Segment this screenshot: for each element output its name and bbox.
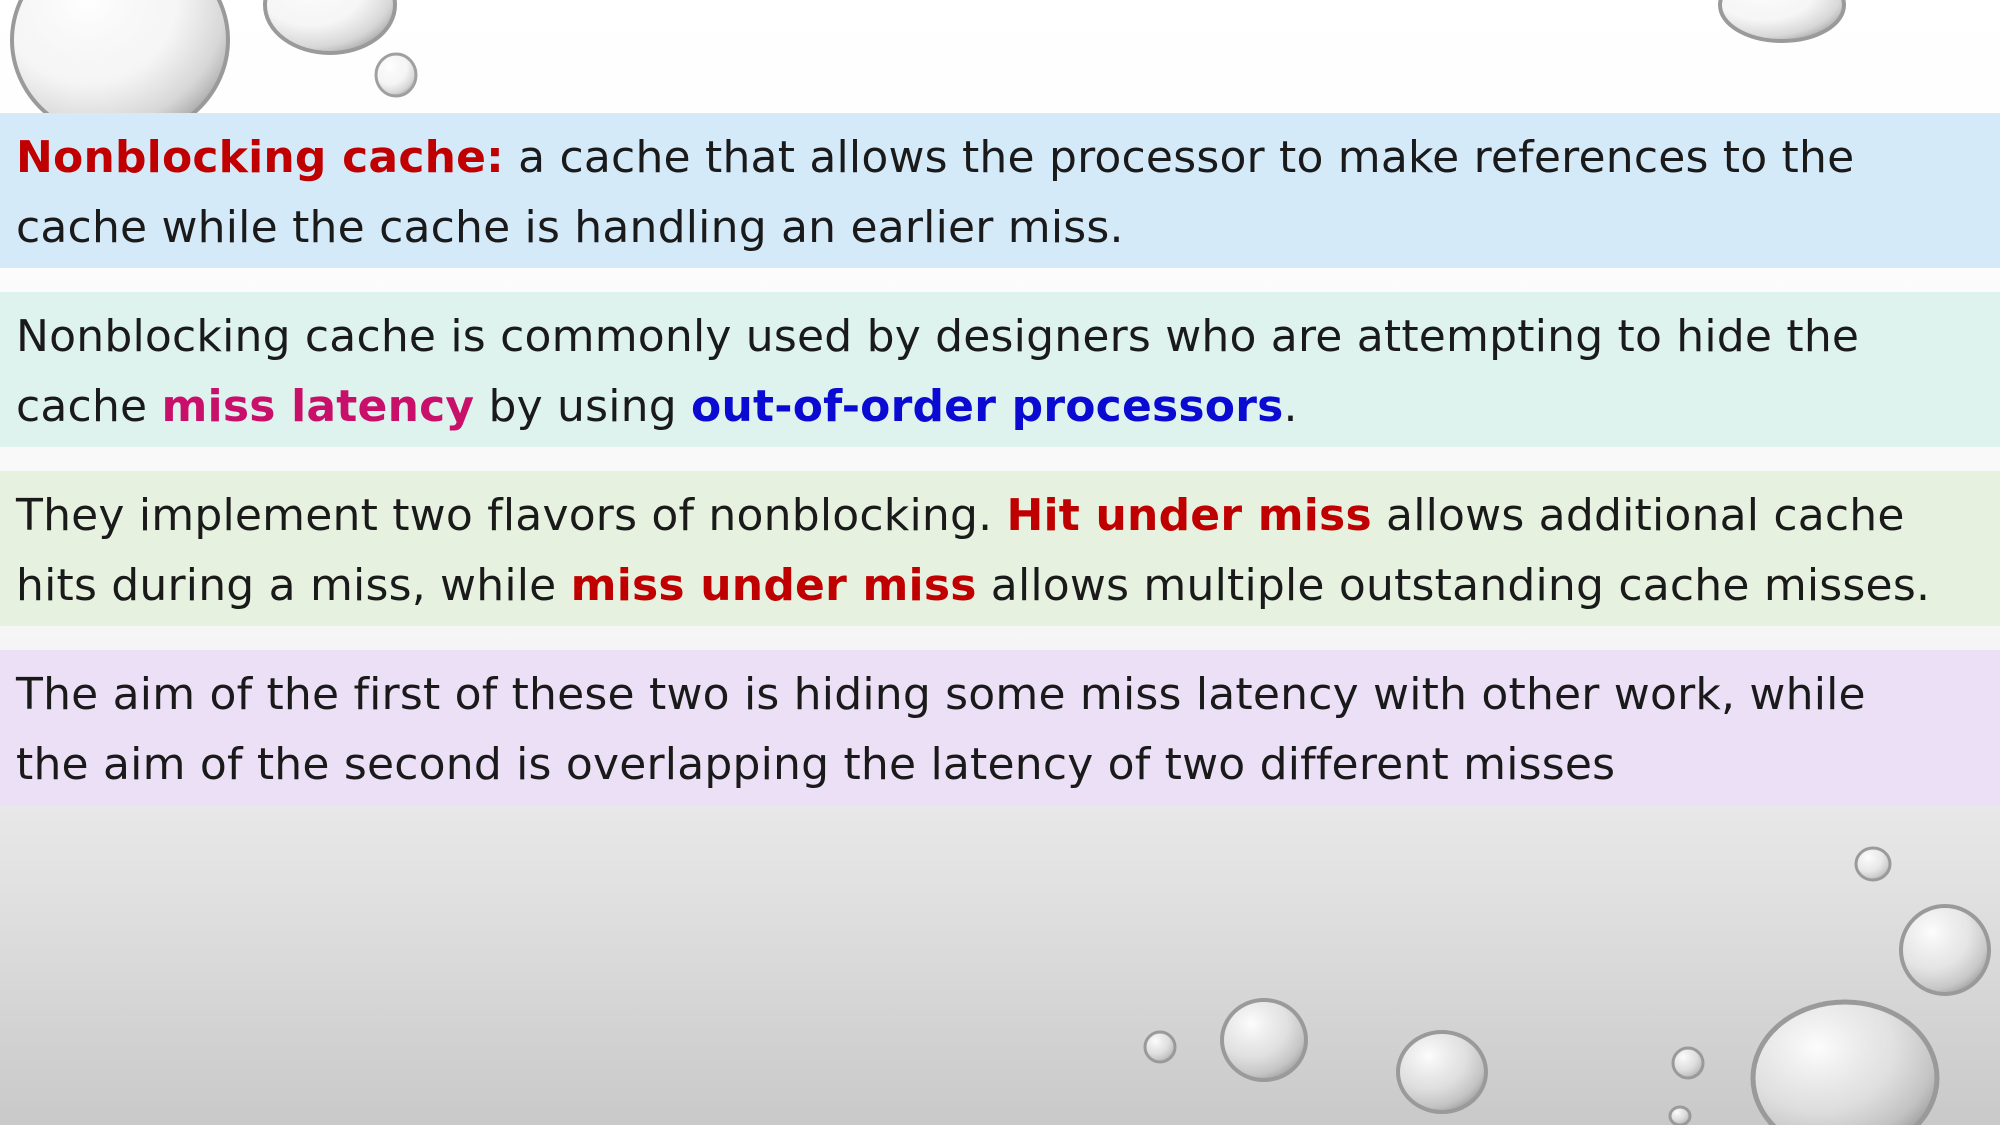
droplet [1899, 904, 1991, 996]
paragraph-3-line-2: hits during a miss, while miss under mis… [16, 551, 1984, 621]
text-segment: allows multiple outstanding cache misses… [976, 560, 1931, 611]
text-segment: allows additional cache [1371, 490, 1905, 541]
usage-paragraph: Nonblocking cache is commonly used by de… [0, 292, 2000, 447]
text-segment: . [1283, 381, 1298, 432]
paragraph-2-line-2: cache miss latency by using out-of-order… [16, 372, 1984, 442]
paragraph-1-line-2: cache while the cache is handling an ear… [16, 202, 1124, 253]
definition-text: a cache that allows the processor to mak… [503, 132, 1855, 183]
droplet [374, 52, 418, 98]
paragraph-4-line-2: the aim of the second is overlapping the… [16, 739, 1616, 790]
droplet [1718, 0, 1846, 43]
paragraph-3-line-1: They implement two flavors of nonblockin… [16, 481, 1984, 551]
term-miss-latency: miss latency [161, 381, 475, 432]
definition-paragraph: Nonblocking cache: a cache that allows t… [0, 113, 2000, 268]
droplet [1668, 1105, 1692, 1125]
term-nonblocking-cache: Nonblocking cache: [16, 132, 504, 183]
droplet [1671, 1046, 1705, 1080]
droplet [1143, 1030, 1177, 1064]
flavors-paragraph: They implement two flavors of nonblockin… [0, 471, 2000, 626]
droplet [1750, 999, 1940, 1125]
paragraph-1-line-1: Nonblocking cache: a cache that allows t… [16, 123, 1984, 193]
droplet [263, 0, 397, 55]
droplet [1854, 846, 1892, 882]
term-hit-under-miss: Hit under miss [1006, 490, 1372, 541]
text-segment: hits during a miss, while [16, 560, 571, 611]
aim-paragraph: The aim of the first of these two is hid… [0, 650, 2000, 805]
term-miss-under-miss: miss under miss [570, 560, 977, 611]
text-segment: by using [474, 381, 692, 432]
paragraph-4-line-1: The aim of the first of these two is hid… [16, 669, 1866, 720]
paragraph-2-line-1: Nonblocking cache is commonly used by de… [16, 311, 1860, 362]
term-out-of-order-processors: out-of-order processors [691, 381, 1284, 432]
text-segment: cache [16, 381, 162, 432]
droplet [1396, 1030, 1488, 1114]
droplet [1220, 998, 1308, 1082]
text-segment: They implement two flavors of nonblockin… [16, 490, 1007, 541]
